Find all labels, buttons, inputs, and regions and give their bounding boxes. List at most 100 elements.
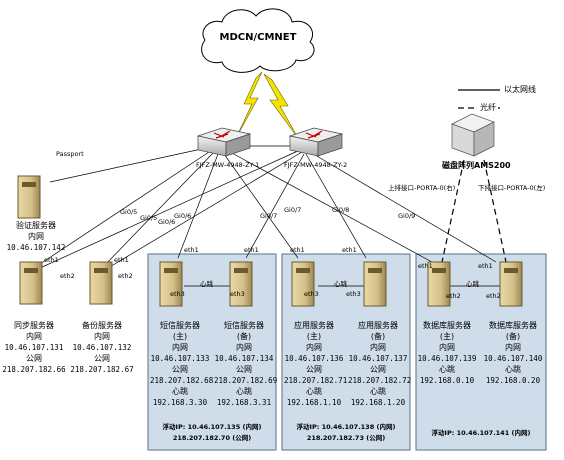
- net-label: 心跳: [370, 387, 386, 396]
- server-name: 短信服务器: [160, 321, 200, 330]
- server-name: 验证服务器: [16, 221, 56, 230]
- fiber-link-left-label: 上排接口-PORTA-0(右): [388, 184, 456, 192]
- gi-label: Gi0/7: [260, 212, 278, 220]
- net-label: 内网: [28, 232, 44, 241]
- server-name: 应用服务器: [358, 321, 398, 330]
- storage-icon: [451, 113, 495, 157]
- port-eth1: eth1: [244, 246, 259, 254]
- net-label: 公网: [94, 354, 110, 363]
- net-label: 内网: [505, 343, 521, 352]
- server-role: (备): [505, 332, 521, 341]
- ip-address: 218.207.182.72: [348, 376, 412, 385]
- net-label: 内网: [306, 343, 322, 352]
- server-role: (主): [439, 332, 455, 341]
- server-icon-app-backup: [363, 261, 387, 307]
- net-label: 内网: [94, 332, 110, 341]
- ip-address: 192.168.0.20: [485, 376, 541, 385]
- floating-ip-app: 浮动IP: 10.46.107.138 (内网) 218.207.182.73 …: [284, 422, 408, 444]
- floating-ip-line: 浮动IP: 10.46.107.141 (内网): [431, 429, 531, 437]
- server-icon-app-main: [291, 261, 315, 307]
- net-label: 公网: [236, 365, 252, 374]
- server-icon-sms-main: [159, 261, 183, 307]
- storage-label: 磁盘阵列AMS200: [442, 161, 511, 170]
- floating-ip-line: 218.207.182.70 (公网): [172, 434, 252, 442]
- server-name: 短信服务器: [224, 321, 264, 330]
- net-label: 心跳: [505, 365, 521, 374]
- cloud-label: MDCN/CMNET: [219, 32, 297, 43]
- switch-icon-right: [288, 127, 344, 157]
- ethernet-links: [39, 145, 497, 269]
- port-eth2: eth2: [60, 272, 75, 280]
- ip-address: 10.46.107.139: [417, 354, 477, 363]
- ip-address: 192.168.1.20: [350, 398, 406, 407]
- gi-label: Gi0/6: [158, 218, 176, 226]
- net-label: 内网: [370, 343, 386, 352]
- port-eth1: eth1: [44, 256, 59, 264]
- legend-fiber-label: 光纤: [478, 102, 498, 113]
- cloud-icon: [201, 8, 315, 73]
- port-eth3: eth3: [304, 290, 319, 298]
- server-icon-db-backup: [499, 261, 523, 307]
- heartbeat-label-db: 心跳: [466, 280, 479, 288]
- net-label: 心跳: [439, 365, 455, 374]
- legend-ethernet-label: 以太网线: [504, 85, 536, 94]
- ip-address: 10.46.107.132: [72, 343, 132, 352]
- app-backup-label: 应用服务器 (备) 内网 10.46.107.137 公网 218.207.18…: [348, 320, 412, 408]
- switch-right-label: FJFZ-MW-4948-ZY-2: [284, 161, 348, 169]
- db-main-label: 数据库服务器 (主) 内网 10.46.107.139 心跳 192.168.0…: [414, 320, 480, 386]
- fiber-link-right-label: 下排接口-PORTA-0(左): [478, 184, 546, 192]
- net-label: 内网: [236, 343, 252, 352]
- net-label: 心跳: [306, 387, 322, 396]
- port-eth1: eth1: [184, 246, 199, 254]
- gi-label: Gi0/8: [332, 206, 350, 214]
- server-role: (主): [172, 332, 188, 341]
- net-label: 公网: [370, 365, 386, 374]
- ip-address: 10.46.107.134: [214, 354, 274, 363]
- ip-address: 192.168.1.10: [286, 398, 342, 407]
- auth-server-label: 验证服务器 内网 10.46.107.142: [4, 220, 68, 253]
- server-icon-backup: [89, 261, 113, 305]
- port-eth3: eth3: [230, 290, 245, 298]
- ip-address: 10.46.107.142: [6, 243, 66, 252]
- switch-icon-left: [196, 127, 252, 157]
- ip-address: 218.207.182.68: [150, 376, 214, 385]
- gi-label: Gi0/5: [120, 208, 138, 216]
- port-eth2: eth2: [486, 292, 501, 300]
- backup-server-label: 备份服务器 内网 10.46.107.132 公网 218.207.182.67: [70, 320, 134, 375]
- server-role: (备): [370, 332, 386, 341]
- switch-left-label: FJFZ-MW-4948-ZY-1: [196, 161, 260, 169]
- gi-label: Gi0/9: [398, 212, 416, 220]
- port-eth3: eth3: [346, 290, 361, 298]
- server-icon-sms-backup: [229, 261, 253, 307]
- sync-server-label: 同步服务器 内网 10.46.107.131 公网 218.207.182.66: [2, 320, 66, 375]
- ip-address: 192.168.0.10: [419, 376, 475, 385]
- server-name: 数据库服务器: [489, 321, 537, 330]
- ip-address: 10.46.107.137: [348, 354, 408, 363]
- ip-address: 192.168.3.30: [152, 398, 208, 407]
- sms-main-label: 短信服务器 (主) 内网 10.46.107.133 公网 218.207.18…: [150, 320, 214, 408]
- floating-ip-sms: 浮动IP: 10.46.107.135 (内网) 218.207.182.70 …: [150, 422, 274, 444]
- port-eth2: eth2: [118, 272, 133, 280]
- heartbeat-label-app: 心跳: [334, 280, 347, 288]
- floating-ip-db: 浮动IP: 10.46.107.141 (内网): [418, 428, 544, 439]
- net-label: 内网: [439, 343, 455, 352]
- gi-label: Gi0/5: [140, 214, 158, 222]
- net-label: 心跳: [172, 387, 188, 396]
- server-icon-sync: [19, 261, 43, 305]
- fiber-link-right: [483, 159, 507, 263]
- gi-label: Gi0/6: [174, 212, 192, 220]
- net-label: 心跳: [236, 387, 252, 396]
- net-label: 内网: [26, 332, 42, 341]
- port-eth2: eth2: [446, 292, 461, 300]
- server-role: (备): [236, 332, 252, 341]
- lightning-icon-left: [235, 71, 263, 139]
- floating-ip-line: 218.207.182.73 (公网): [306, 434, 386, 442]
- fiber-link-left: [441, 159, 465, 263]
- ip-address: 218.207.182.66: [2, 365, 66, 374]
- ip-address: 10.46.107.131: [4, 343, 64, 352]
- floating-ip-line: 浮动IP: 10.46.107.138 (内网): [296, 423, 396, 431]
- ip-address: 218.207.182.69: [214, 376, 278, 385]
- net-label: 内网: [172, 343, 188, 352]
- lightning-icon-right: [263, 73, 299, 139]
